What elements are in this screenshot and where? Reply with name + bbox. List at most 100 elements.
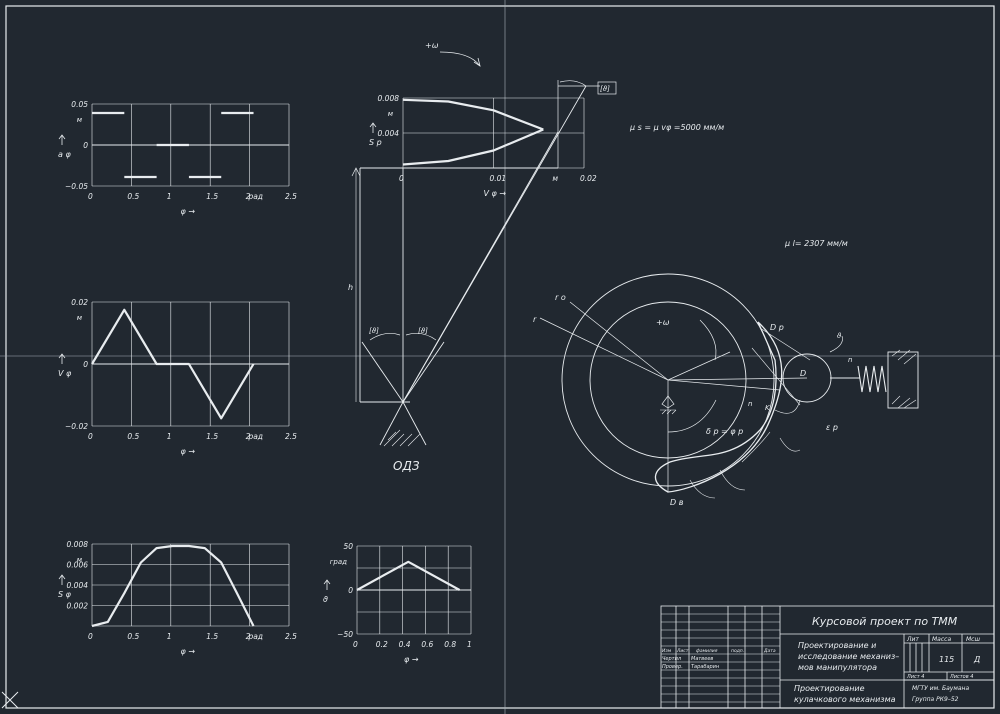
tb-left-rows: [661, 613, 780, 703]
y-axis-label: S p: [369, 138, 382, 147]
odz-hatch: [383, 429, 421, 447]
x-axis-label: V φ →: [484, 189, 507, 198]
tb-col-name: фамилия: [696, 648, 718, 654]
tb-lit-cells: [909, 643, 923, 672]
envelope-arcs: [689, 399, 801, 499]
odz-theta-1: [ϑ]: [369, 327, 379, 335]
tb-col-list: Лист: [676, 648, 689, 654]
label-n2: n: [748, 400, 752, 408]
x-tick-label: 1.5: [206, 632, 218, 641]
odz-h-label: h: [348, 283, 353, 292]
y-tick-label: 0.02: [71, 298, 88, 307]
tb-name-2: Тарабарин: [691, 664, 720, 670]
odz-construction: [351, 51, 617, 447]
odz-arc-1: [369, 333, 401, 341]
normal-lines: [751, 327, 811, 406]
tb-left-cols: [675, 606, 763, 708]
x-tick-label: 2: [246, 632, 251, 641]
odz-ray-2: [402, 341, 445, 403]
x-tick-label: 0.6: [421, 640, 433, 649]
x-tick-label: 2.5: [285, 632, 297, 641]
y-axis-arrow: [369, 122, 377, 133]
odz-ray-1: [361, 341, 404, 403]
x-unit-label: рад: [247, 192, 263, 201]
x-unit-label: м: [552, 174, 558, 183]
label-dp-top: D p: [770, 323, 784, 332]
odz-theta-2: [ϑ]: [418, 327, 428, 335]
y-axis-arrow: [323, 579, 331, 590]
x-tick-label: 0: [353, 640, 358, 649]
x-tick-label: 1: [167, 632, 172, 641]
r-line: [539, 317, 669, 381]
label-delta: δ p = φ p: [706, 427, 743, 436]
x-tick-label: 0.5: [127, 192, 139, 201]
label-dp-bottom: D в: [670, 498, 684, 507]
x-axis-label: φ →: [181, 647, 196, 656]
y-tick-label: −50: [337, 630, 353, 639]
x-tick-label: 1: [467, 640, 472, 649]
odz-theta-arc: [559, 80, 587, 87]
y-tick-label: 0.004: [378, 129, 400, 138]
x-tick-label: 1: [167, 432, 172, 441]
x-tick-label: 1: [167, 192, 172, 201]
cam-mechanism: [539, 273, 919, 499]
x-tick-label: 0: [88, 192, 93, 201]
series-line: [356, 560, 461, 591]
label-d: D: [800, 369, 806, 378]
tb-col-izm: Изм: [662, 648, 672, 654]
y-unit-label: град: [330, 558, 347, 566]
tb-lit: Лит: [906, 636, 919, 643]
x-tick-label: 0.5: [127, 432, 139, 441]
center-line: [667, 377, 808, 381]
tb-subject-2: исследование механиз–: [798, 652, 899, 661]
series-line: [402, 98, 544, 131]
y-tick-label: 50: [343, 542, 353, 551]
label-n1: n: [848, 356, 852, 364]
y-tick-label: 0.008: [378, 94, 400, 103]
x-tick-label: 2: [246, 432, 251, 441]
odz-label: ОДЗ: [393, 459, 420, 473]
tb-subject-3: мов манипулятора: [798, 663, 877, 672]
label-k: K: [765, 404, 771, 412]
y-axis-label: ϑ: [323, 595, 328, 604]
odz-zone-right: [402, 401, 427, 446]
tb-lit-value: Д: [973, 655, 980, 664]
y-unit-label: м: [77, 116, 83, 124]
omega-label-top: +ω: [425, 41, 439, 50]
cam-radius: [667, 351, 731, 381]
omega-arrow-top: [439, 51, 481, 67]
label-er: ε p: [826, 423, 838, 432]
cam-profile: [654, 321, 783, 493]
y-tick-label: −0.02: [65, 422, 88, 431]
odz-theta-3: [ϑ]: [600, 85, 610, 93]
x-tick-label: 0: [88, 632, 93, 641]
y-unit-label: м: [77, 314, 83, 322]
x-axis-label: φ →: [181, 447, 196, 456]
y-tick-label: 0: [83, 141, 88, 150]
delta-arc: [667, 399, 717, 433]
cam-omega-arc: [699, 319, 717, 361]
x-tick-label: 0: [88, 432, 93, 441]
x-tick-label: 0.4: [399, 640, 411, 649]
odz-arc-2: [405, 333, 437, 341]
tb-role-1: Чертил: [662, 656, 682, 662]
x-tick-label: 1.5: [206, 432, 218, 441]
x-unit-label: рад: [247, 432, 263, 441]
y-tick-label: 0.004: [67, 581, 89, 590]
tb-sheets: Листов 4: [949, 674, 973, 680]
odz-h-arrow: [351, 167, 361, 177]
label-r0: r o: [555, 293, 566, 302]
x-tick-label: 0: [399, 174, 404, 183]
x-tick-label: 1.5: [206, 192, 218, 201]
x-tick-label: 2: [246, 192, 251, 201]
x-tick-label: 2.5: [285, 192, 297, 201]
tb-col-date: Дата: [763, 648, 776, 654]
r0-line: [569, 301, 669, 381]
y-tick-label: 0.002: [67, 602, 89, 611]
